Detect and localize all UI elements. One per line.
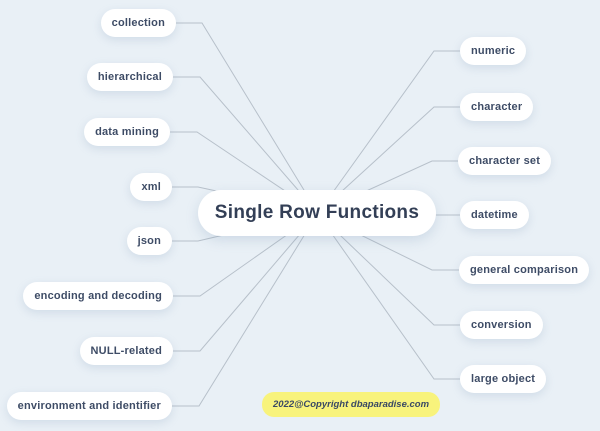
connector-environment-and-identifier — [160, 212, 319, 407]
central-node-title[interactable]: Single Row Functions — [198, 190, 436, 236]
node-data-mining[interactable]: data mining — [84, 118, 170, 146]
node-character[interactable]: character — [460, 93, 534, 121]
node-numeric[interactable]: numeric — [460, 37, 527, 65]
node-hierarchical[interactable]: hierarchical — [86, 63, 173, 91]
connector-character — [317, 106, 472, 214]
connector-large-object — [317, 213, 472, 380]
connector-collection — [160, 22, 319, 214]
connector-null-related — [160, 212, 319, 352]
node-conversion[interactable]: conversion — [460, 311, 543, 339]
connector-numeric — [317, 50, 472, 214]
node-environment-and-identifier[interactable]: environment and identifier — [6, 392, 172, 420]
connector-data-mining — [160, 131, 319, 214]
node-character-set[interactable]: character set — [458, 147, 552, 175]
connector-hierarchical — [160, 76, 319, 214]
node-large-object[interactable]: large object — [460, 365, 547, 393]
connector-conversion — [317, 213, 472, 326]
node-collection[interactable]: collection — [100, 9, 176, 37]
node-general-comparison[interactable]: general comparison — [459, 256, 590, 284]
node-xml[interactable]: xml — [130, 173, 172, 201]
node-null-related[interactable]: NULL-related — [79, 337, 173, 365]
connector-encoding-and-decoding — [160, 212, 319, 297]
node-datetime[interactable]: datetime — [460, 201, 529, 229]
node-json[interactable]: json — [126, 227, 172, 255]
node-encoding-and-decoding[interactable]: encoding and decoding — [23, 282, 173, 310]
copyright-badge: 2022@Copyright dbaparadise.com — [262, 392, 441, 417]
